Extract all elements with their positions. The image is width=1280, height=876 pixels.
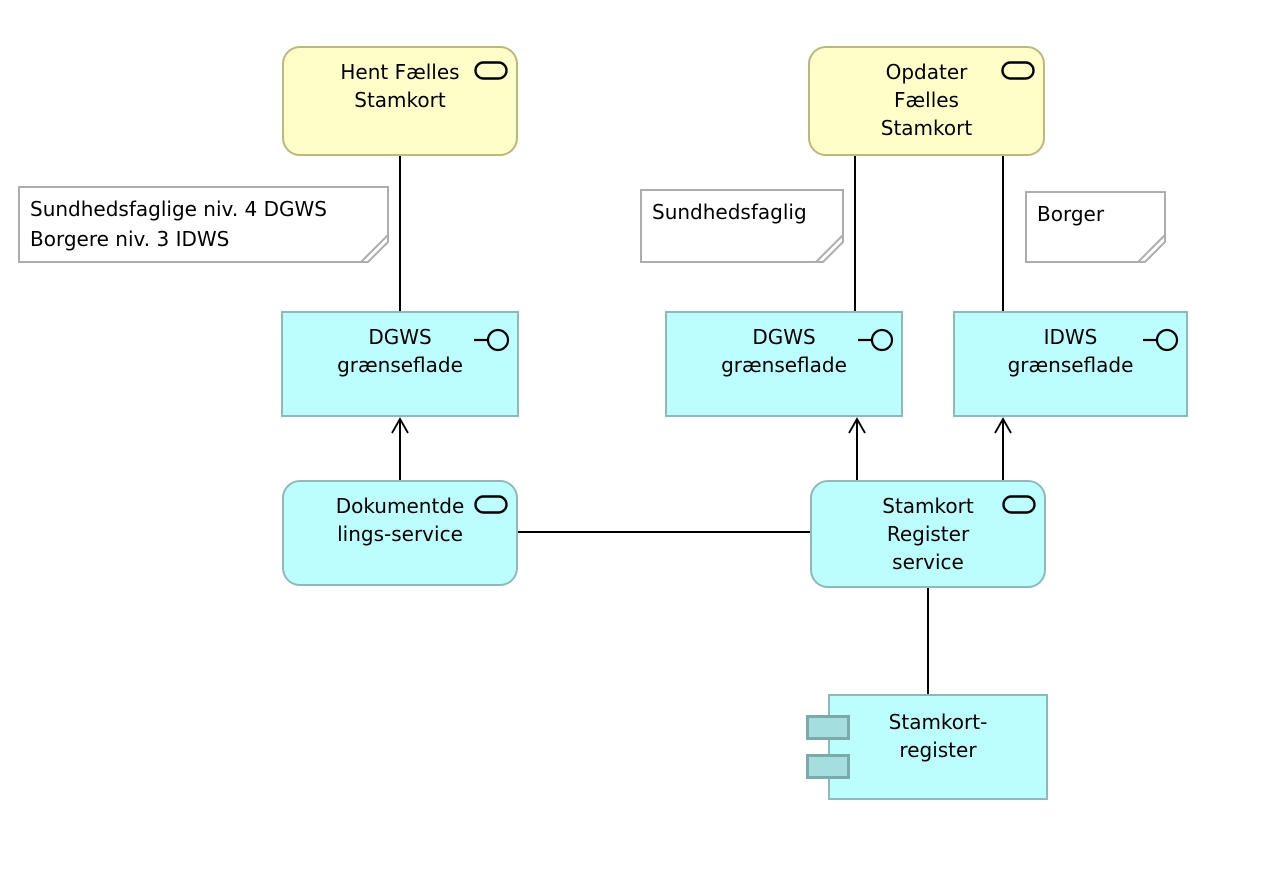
- node-label: DGWS grænseflade: [337, 325, 463, 377]
- arrow-shaft: [1002, 419, 1004, 480]
- node-label: Dokumentde lings-service: [335, 494, 465, 546]
- node-label: Stamkort- register: [888, 710, 988, 762]
- note-text: Sundhedsfaglige niv. 4 DGWS Borgere niv.…: [30, 197, 327, 251]
- note-sundhedsfaglig: Sundhedsfaglig: [640, 189, 845, 264]
- open-arrowhead-icon: [847, 417, 867, 438]
- node-hent-faelles-stamkort: Hent Fælles Stamkort: [282, 46, 518, 156]
- note-shape: [640, 189, 844, 263]
- note-shape: [1025, 191, 1166, 263]
- application-service-icon: [1001, 61, 1035, 84]
- note-text: Borger: [1037, 202, 1105, 226]
- component-tab-icon: [806, 715, 850, 740]
- node-label: Hent Fælles Stamkort: [340, 60, 460, 112]
- connection-opdater-to-idws: [1002, 155, 1004, 312]
- component-tab-icon: [806, 754, 850, 779]
- application-service-icon: [1002, 495, 1036, 518]
- open-arrowhead-icon: [390, 417, 410, 438]
- interface-lollipop-icon: [857, 328, 895, 356]
- arrow-shaft: [399, 419, 401, 480]
- connection-dokumentdelings-to-stamkortservice: [518, 531, 810, 533]
- node-dgws-graenseflade-opdater: DGWS grænseflade: [665, 311, 903, 417]
- application-service-icon: [474, 61, 508, 84]
- node-label: DGWS grænseflade: [721, 325, 847, 377]
- connection-hent-to-dgws-hent: [399, 155, 401, 312]
- node-dgws-graenseflade-hent: DGWS grænseflade: [281, 311, 519, 417]
- connection-stamkortservice-to-idws: [993, 417, 1013, 480]
- connection-stamkortservice-to-dgws-opdater: [847, 417, 867, 480]
- node-stamkort-register: Stamkort- register: [806, 694, 1048, 800]
- interface-lollipop-icon: [1142, 328, 1180, 356]
- node-dokumentdelings-service: Dokumentde lings-service: [282, 480, 518, 586]
- connection-stamkortservice-to-stamkortregister: [927, 588, 929, 694]
- connection-dokumentdelings-to-dgws-hent: [390, 417, 410, 480]
- interface-lollipop-icon: [473, 328, 511, 356]
- node-stamkort-register-service: Stamkort Register service: [810, 480, 1046, 588]
- connection-opdater-to-dgws-opdater: [854, 155, 856, 312]
- node-idws-graenseflade: IDWS grænseflade: [953, 311, 1188, 417]
- node-label: Opdater Fælles Stamkort: [880, 60, 973, 140]
- arrow-shaft: [856, 419, 858, 480]
- note-borger: Borger: [1025, 191, 1167, 264]
- note-text: Sundhedsfaglig: [652, 200, 807, 224]
- note-niveau: Sundhedsfaglige niv. 4 DGWS Borgere niv.…: [18, 186, 390, 264]
- open-arrowhead-icon: [993, 417, 1013, 438]
- note-shape: [18, 186, 389, 263]
- application-service-icon: [474, 495, 508, 518]
- node-label: IDWS grænseflade: [1007, 325, 1134, 377]
- node-opdater-faelles-stamkort: Opdater Fælles Stamkort: [808, 46, 1045, 156]
- node-label: Stamkort Register service: [882, 494, 974, 574]
